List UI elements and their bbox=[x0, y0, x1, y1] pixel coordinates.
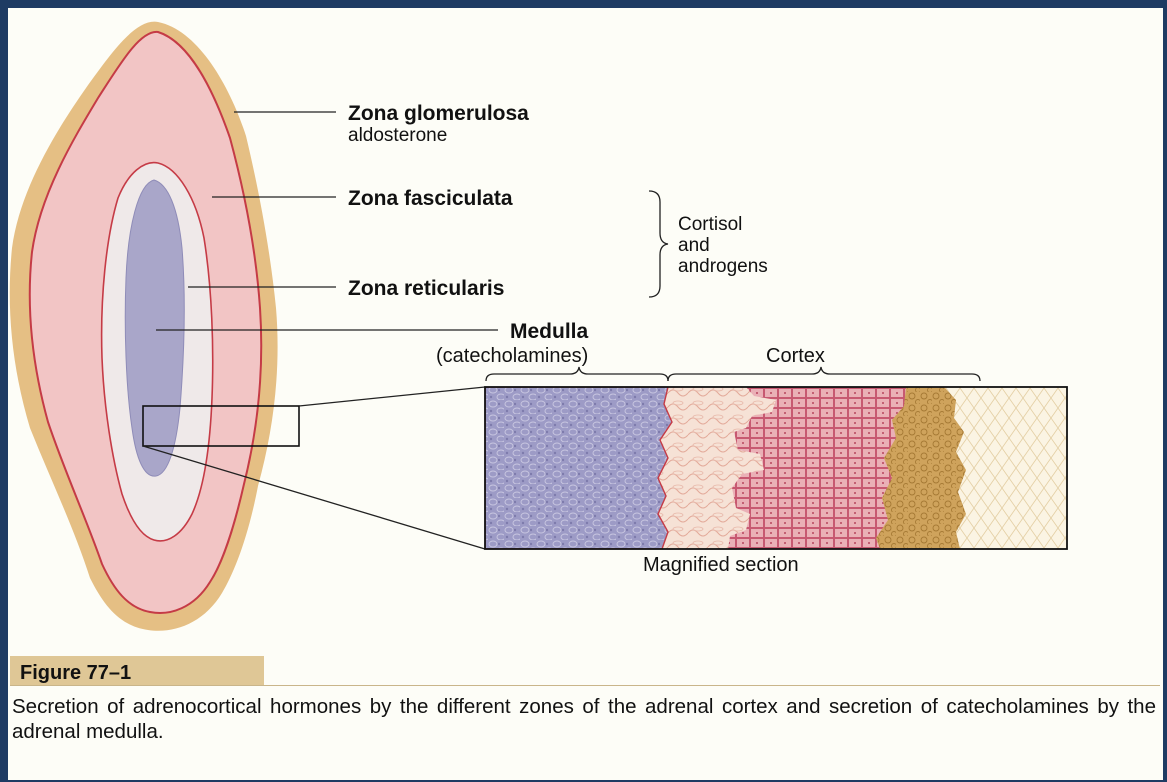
zona-reticularis-label: Zona reticularis bbox=[348, 278, 504, 299]
cortex-brace bbox=[668, 367, 980, 381]
magnified-section-label: Magnified section bbox=[643, 555, 799, 575]
medulla-label: Medulla bbox=[510, 321, 588, 342]
figure-caption: Secretion of adrenocortical hormones by … bbox=[12, 694, 1156, 744]
caption-divider bbox=[10, 685, 1160, 686]
catecholamines-label: (catecholamines) bbox=[436, 346, 588, 366]
and-label: and bbox=[678, 236, 710, 255]
medulla-strip bbox=[485, 387, 672, 549]
cortisol-brace bbox=[649, 191, 668, 297]
aldosterone-label: aldosterone bbox=[348, 126, 447, 145]
adrenal-gland bbox=[10, 22, 278, 631]
androgens-label: androgens bbox=[678, 257, 768, 276]
zona-glomerulosa-label: Zona glomerulosa bbox=[348, 103, 529, 124]
figure-frame: Zona glomerulosa aldosterone Zona fascic… bbox=[8, 8, 1163, 780]
medulla-brace bbox=[486, 367, 668, 381]
cortisol-label: Cortisol bbox=[678, 215, 742, 234]
zona-fasciculata-label: Zona fasciculata bbox=[348, 188, 513, 209]
medulla-layer bbox=[125, 180, 184, 476]
magnified-section bbox=[485, 387, 1067, 549]
figure-number: Figure 77–1 bbox=[20, 662, 131, 685]
cortex-label: Cortex bbox=[766, 346, 825, 366]
